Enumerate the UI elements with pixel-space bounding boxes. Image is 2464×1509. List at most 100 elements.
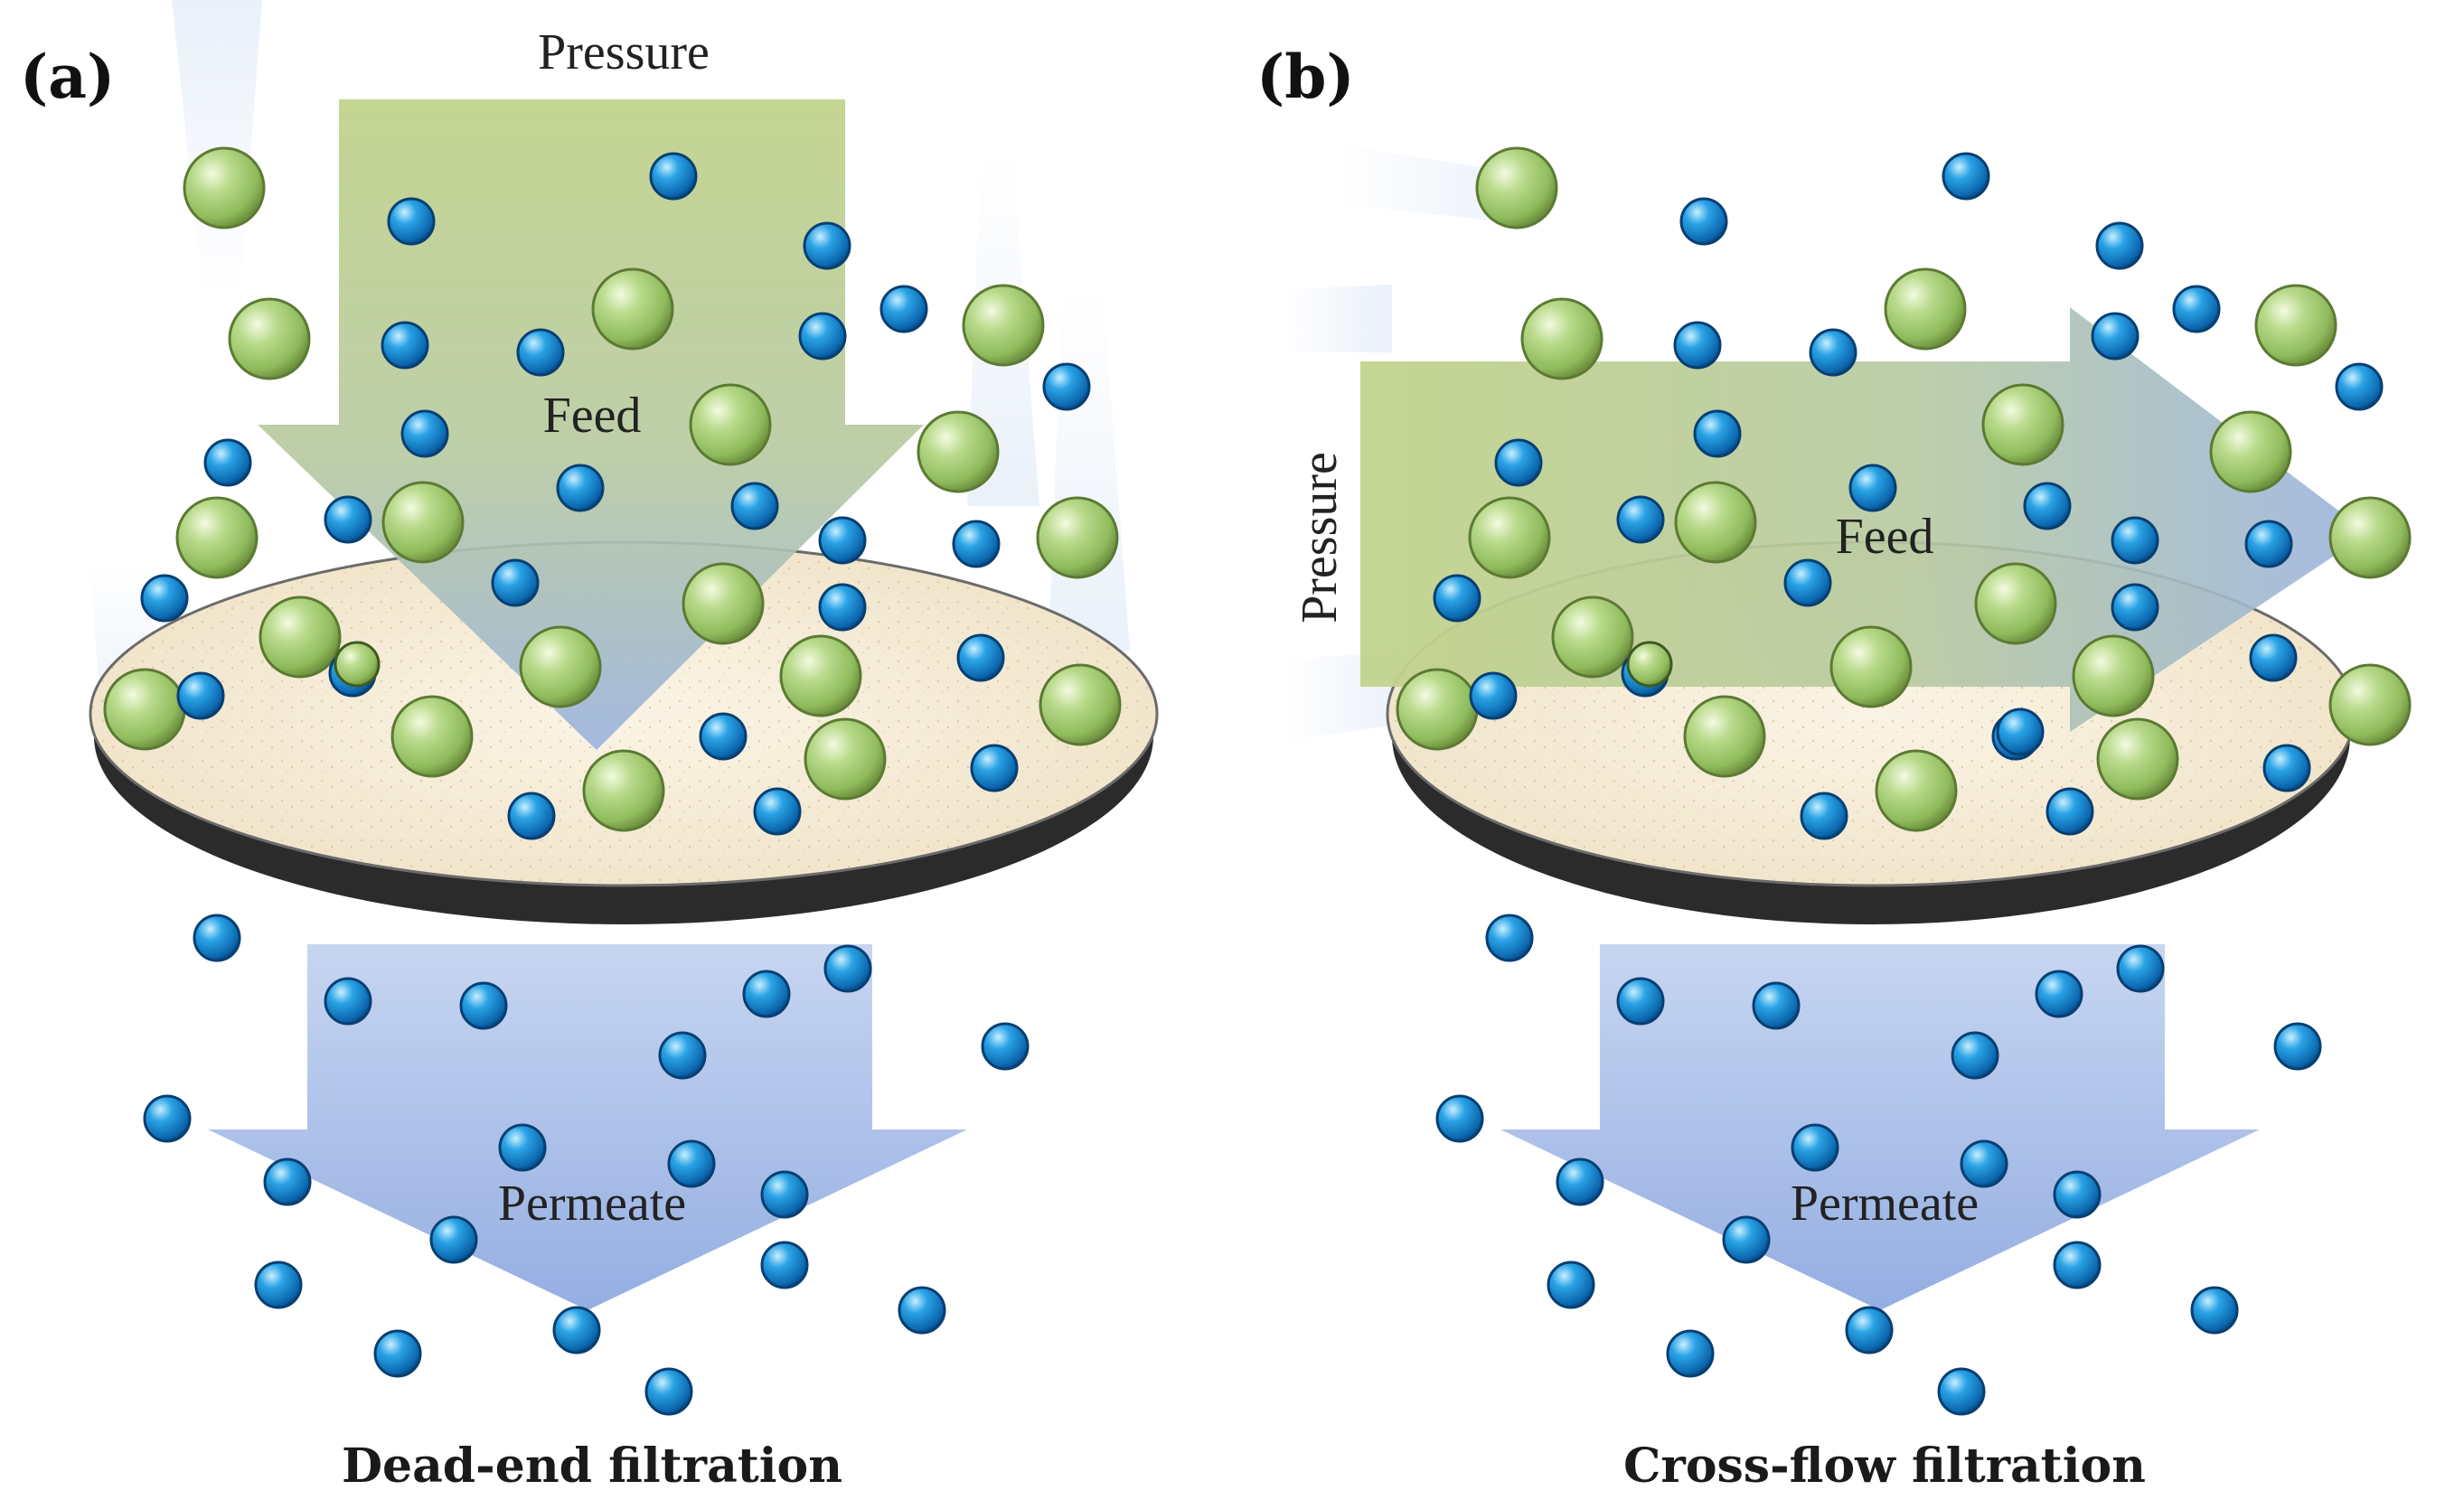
permeating-particle-icon bbox=[1937, 1367, 1986, 1416]
permeating-particle-icon bbox=[2273, 1022, 2322, 1071]
permeating-particle-icon bbox=[1616, 977, 1665, 1026]
permeating-particle-icon bbox=[2190, 1286, 2239, 1335]
permeate-label-a: Permeate bbox=[498, 1176, 686, 1232]
permeating-particle-icon bbox=[556, 464, 605, 512]
permeating-particle-icon bbox=[491, 558, 540, 607]
retained-particle-icon bbox=[2072, 634, 2155, 717]
permeating-particle-icon bbox=[1722, 1215, 1771, 1264]
retained-particle-icon bbox=[1829, 625, 1913, 708]
permeating-particle-icon bbox=[140, 574, 189, 623]
permeating-particle-icon bbox=[952, 520, 1001, 568]
permeating-particle-icon bbox=[1845, 1306, 1894, 1354]
retained-particle-icon bbox=[381, 481, 465, 564]
permeating-particle-icon bbox=[798, 312, 847, 361]
permeating-particle-icon bbox=[1679, 197, 1728, 246]
retained-particle-icon bbox=[390, 695, 474, 778]
retained-particle-icon bbox=[682, 562, 765, 645]
permeating-particle-icon bbox=[400, 409, 449, 458]
retained-particle-icon bbox=[259, 595, 342, 679]
retained-particle-icon bbox=[2328, 496, 2412, 579]
permeating-particle-icon bbox=[644, 1367, 693, 1416]
permeating-particle-icon bbox=[1942, 152, 1990, 201]
permeating-particle-icon bbox=[1951, 1031, 1999, 1080]
permeating-particle-icon bbox=[649, 152, 698, 201]
permeating-particle-icon bbox=[753, 787, 802, 836]
permeating-particle-icon bbox=[1673, 321, 1722, 370]
retained-particle-icon bbox=[1039, 663, 1122, 746]
retained-particle-icon bbox=[103, 668, 186, 751]
permeating-particle-icon bbox=[2053, 1170, 2102, 1219]
permeating-particle-icon bbox=[203, 438, 252, 487]
retained-particle-icon bbox=[2209, 410, 2292, 493]
permeate-arrow-b bbox=[1500, 944, 2260, 1310]
permeating-particle-icon bbox=[2262, 744, 2311, 792]
permeating-particle-icon bbox=[1666, 1329, 1715, 1378]
permeate-label-b: Permeate bbox=[1791, 1176, 1979, 1232]
retained-particle-icon bbox=[2096, 717, 2179, 801]
permeating-particle-icon bbox=[730, 482, 779, 530]
retained-particle-icon bbox=[2328, 663, 2412, 746]
permeating-particle-icon bbox=[429, 1215, 478, 1264]
permeating-particle-icon bbox=[1783, 558, 1832, 607]
permeate-arrow bbox=[208, 944, 967, 1310]
permeating-particle-icon bbox=[2111, 516, 2159, 565]
retained-particle-icon bbox=[519, 625, 602, 708]
permeating-particle-icon bbox=[1556, 1158, 1604, 1206]
permeating-particle-icon bbox=[742, 970, 791, 1018]
permeating-particle-icon bbox=[2116, 944, 2165, 993]
panel-tag-b: (b) bbox=[1256, 42, 1355, 112]
permeating-particle-icon bbox=[1042, 362, 1091, 411]
retained-particle-icon bbox=[1520, 297, 1603, 380]
permeating-particle-icon bbox=[2045, 787, 2094, 836]
permeating-particle-icon bbox=[2244, 520, 2293, 568]
permeating-particle-icon bbox=[2053, 1241, 2102, 1289]
caption-b: Cross-flow filtration bbox=[1623, 1439, 2146, 1494]
permeating-particle-icon bbox=[1693, 409, 1742, 458]
permeating-particle-icon bbox=[956, 633, 1005, 682]
permeating-particle-icon bbox=[2035, 970, 2083, 1018]
retained-particle-icon bbox=[1884, 267, 1967, 351]
permeating-particle-icon bbox=[1809, 328, 1857, 377]
permeating-particle-icon bbox=[143, 1094, 192, 1143]
permeating-particle-icon bbox=[552, 1306, 601, 1354]
particles-a bbox=[103, 146, 1122, 1416]
retained-particle-icon bbox=[917, 410, 1000, 493]
retained-particle-icon bbox=[1974, 562, 2057, 645]
caption-a: Dead-end filtration bbox=[342, 1439, 842, 1494]
retained-particle-icon bbox=[804, 717, 887, 801]
permeating-particle-icon bbox=[1616, 495, 1665, 544]
permeating-particle-icon bbox=[1547, 1261, 1595, 1309]
permeating-particle-icon bbox=[2095, 221, 2144, 270]
permeating-particle-icon bbox=[1494, 438, 1543, 487]
retained-particle-icon bbox=[1468, 496, 1551, 579]
panel-tag-a: (a) bbox=[20, 42, 115, 112]
permeating-particle-icon bbox=[1435, 1094, 1484, 1143]
retained-particle-icon bbox=[1683, 695, 1766, 778]
permeating-particle-icon bbox=[760, 1241, 809, 1289]
permeating-particle-icon bbox=[970, 744, 1019, 792]
permeating-particle-icon bbox=[2023, 482, 2072, 530]
permeating-particle-icon bbox=[2111, 583, 2159, 632]
permeating-particle-icon bbox=[1485, 914, 1534, 962]
permeating-particle-icon bbox=[193, 914, 241, 962]
permeating-particle-icon bbox=[387, 197, 436, 246]
pressure-label-a: Pressure bbox=[538, 24, 710, 80]
permeating-particle-icon bbox=[381, 321, 429, 370]
retained-particle-icon bbox=[582, 749, 665, 832]
permeating-particle-icon bbox=[1996, 708, 2045, 756]
permeating-particle-icon bbox=[2091, 312, 2140, 361]
permeating-particle-icon bbox=[1960, 1139, 2008, 1188]
permeating-particle-icon bbox=[699, 712, 748, 761]
permeating-particle-icon bbox=[507, 792, 556, 840]
permeating-particle-icon bbox=[1800, 792, 1848, 840]
retained-particle-icon bbox=[1875, 749, 1958, 832]
permeating-particle-icon bbox=[498, 1123, 547, 1172]
retained-particle-icon bbox=[228, 297, 311, 380]
feed-label-b: Feed bbox=[1836, 509, 1934, 565]
permeating-particle-icon bbox=[1791, 1123, 1839, 1172]
retained-particle-icon bbox=[1674, 481, 1757, 564]
small-retained-particle-icon bbox=[1626, 641, 1673, 688]
permeating-particle-icon bbox=[823, 944, 872, 993]
retained-particle-icon bbox=[1551, 595, 1634, 679]
